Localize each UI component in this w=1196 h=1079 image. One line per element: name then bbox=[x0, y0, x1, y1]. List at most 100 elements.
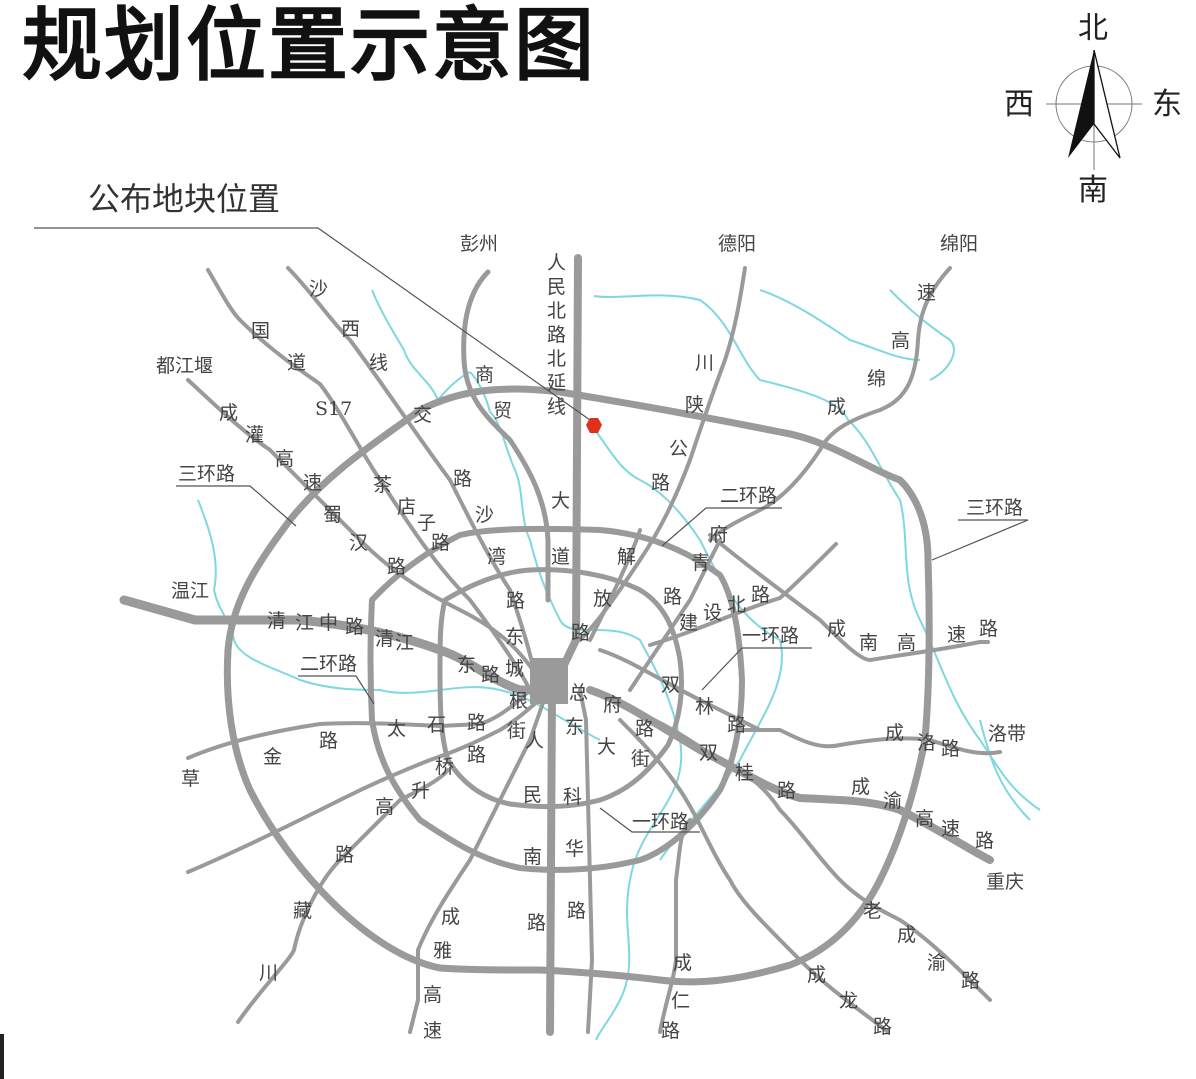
road-label-char: 路 bbox=[387, 556, 406, 578]
road-label-char: 湾 bbox=[487, 546, 506, 568]
dest-deyang: 德阳 bbox=[718, 233, 756, 255]
road-label-char: 草 bbox=[181, 768, 200, 790]
road-label-char: 根 bbox=[509, 690, 528, 712]
road-label-char: 北 bbox=[547, 300, 566, 322]
road-label-char: 老 bbox=[863, 900, 882, 922]
road-label-char: 东 bbox=[457, 654, 476, 676]
road-label-char: 东 bbox=[565, 716, 584, 738]
road-label-char: 路 bbox=[635, 718, 654, 740]
road-label-char: 高 bbox=[375, 796, 394, 818]
road-label-char: 道 bbox=[287, 352, 306, 374]
road-label-char: 仁 bbox=[671, 990, 690, 1012]
road-label-char: 线 bbox=[369, 352, 388, 374]
road-label-char: 清 bbox=[267, 610, 286, 632]
road-label-char: 速 bbox=[303, 472, 322, 494]
road-label-char: 速 bbox=[917, 282, 936, 304]
road-label-char: 茶 bbox=[373, 474, 392, 496]
road-label-char: 路 bbox=[431, 532, 450, 554]
road-label-char: 龙 bbox=[839, 990, 858, 1012]
road-label-char: 交 bbox=[413, 404, 432, 426]
road-label-char: 大 bbox=[551, 490, 570, 512]
road-labels: 人民北路北延线沙西线交路沙湾路国道S17成灌高速蜀汉路茶店子路商贸大道川陕公路速… bbox=[171, 252, 998, 1042]
road-label-char: 店 bbox=[397, 496, 416, 518]
road-label-char: 江 bbox=[295, 612, 314, 634]
road-label-char: 北 bbox=[547, 348, 566, 370]
road-label-char: 成 bbox=[885, 722, 904, 744]
dest-mianyang: 绵阳 bbox=[940, 233, 978, 255]
dest-luodai: 洛带 bbox=[988, 723, 1026, 745]
road-label-char: 灌 bbox=[245, 424, 264, 446]
road-label-char: 川 bbox=[695, 352, 714, 374]
road-label-char: 路 bbox=[941, 738, 960, 760]
road-label-char: 路 bbox=[345, 616, 364, 638]
road-label-char: 路 bbox=[873, 1016, 892, 1038]
plot-location-marker[interactable] bbox=[586, 418, 602, 433]
road-label-char: 道 bbox=[551, 546, 570, 568]
page-title: 规划位置示意图 bbox=[22, 0, 596, 92]
road-label-char: 金 bbox=[263, 746, 282, 768]
label-third-ring-east: 三环路 bbox=[966, 497, 1023, 519]
road-label-char: 人 bbox=[547, 252, 566, 274]
road-label-char: 绵 bbox=[867, 368, 886, 390]
road-label-char: 高 bbox=[915, 808, 934, 830]
road-label-char: 南 bbox=[859, 632, 878, 654]
road-label-char: 雅 bbox=[433, 940, 452, 962]
road-label-char: 沙 bbox=[309, 278, 328, 300]
road-label-char: 路 bbox=[777, 780, 796, 802]
label-first-ring-e: 一环路 bbox=[742, 625, 799, 647]
road-label-char: 商 bbox=[475, 364, 494, 386]
road-label-char: 路 bbox=[727, 714, 746, 736]
road-label-char: 清 bbox=[375, 628, 394, 650]
road-label-char: 陕 bbox=[685, 394, 704, 416]
radial-roads bbox=[119, 254, 1002, 1036]
road-label-char: 路 bbox=[975, 830, 994, 852]
road-label-char: 渝 bbox=[927, 952, 946, 974]
road-label-char: 大 bbox=[597, 736, 616, 758]
road-label-char: 升 bbox=[411, 780, 430, 802]
dest-dujiangyan: 都江堰 bbox=[156, 355, 213, 377]
road-label-char: 高 bbox=[275, 448, 294, 470]
leader-lines bbox=[34, 227, 1029, 833]
road-label-char: 桂 bbox=[735, 762, 754, 784]
road-label-char: 路 bbox=[319, 730, 338, 752]
road-label-char: 路 bbox=[751, 584, 770, 606]
label-second-ring-w: 二环路 bbox=[300, 653, 357, 675]
road-label-char: 石 bbox=[427, 714, 446, 736]
road-label-char: 路 bbox=[567, 900, 586, 922]
road-label-char: 放 bbox=[593, 588, 612, 610]
road-label-char: 中 bbox=[319, 612, 338, 634]
road-label-char: 北 bbox=[727, 594, 746, 616]
road-label-char: 双 bbox=[661, 674, 680, 696]
road-label-char: 延 bbox=[547, 372, 566, 394]
road-label-char: 成 bbox=[827, 396, 846, 418]
road-label-char: 成 bbox=[897, 924, 916, 946]
road-label-char: 府 bbox=[603, 694, 622, 716]
road-label-char: 路 bbox=[661, 1020, 680, 1042]
road-label-char: 子 bbox=[417, 512, 436, 534]
road-label-char: 东 bbox=[505, 626, 524, 648]
road-label-char: 成 bbox=[441, 906, 460, 928]
road-label-char: 城 bbox=[505, 658, 524, 680]
road-label-char: 街 bbox=[507, 720, 526, 742]
road-label-char: 成 bbox=[219, 402, 238, 424]
road-label-char: 科 bbox=[563, 786, 582, 808]
road-label-char: 建 bbox=[679, 612, 698, 634]
label-first-ring-s: 一环路 bbox=[632, 811, 689, 833]
road-label-char: 路 bbox=[467, 744, 486, 766]
road-label-char: 速 bbox=[947, 624, 966, 646]
road-label-char: 川 bbox=[259, 962, 278, 984]
road-label-char: 南 bbox=[523, 846, 542, 868]
road-label-char: 藏 bbox=[293, 900, 312, 922]
road-label-char: 路 bbox=[571, 622, 590, 644]
road-label-char: 成 bbox=[827, 618, 846, 640]
north-arrow-icon bbox=[1068, 50, 1094, 158]
road-label-char: 成 bbox=[851, 776, 870, 798]
compass-rose: 北 南 西 东 bbox=[1004, 11, 1182, 208]
road-label-char: 贸 bbox=[493, 400, 512, 422]
road-label-char: 路 bbox=[467, 712, 486, 734]
road-label-char: 华 bbox=[565, 838, 584, 860]
dest-pengzhou: 彭州 bbox=[460, 233, 498, 255]
road-label-char: S17 bbox=[315, 398, 352, 420]
road-label-char: 路 bbox=[506, 590, 525, 612]
